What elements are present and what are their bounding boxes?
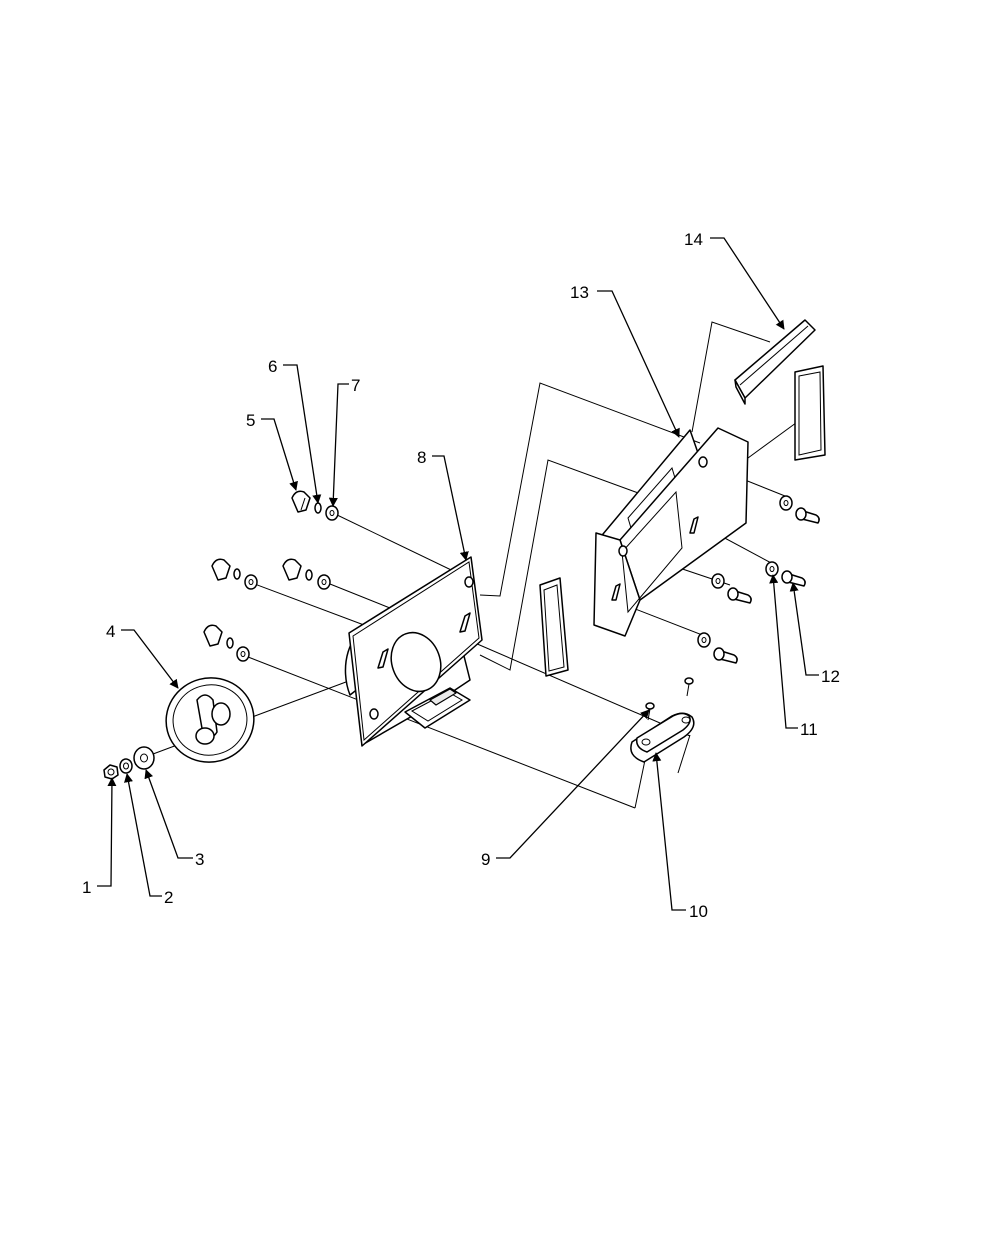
part-14-pad-top: [734, 319, 816, 405]
pad-vertical-left: [539, 577, 569, 677]
callout-labels: 1 2 3 4 5 6 7 8 9 10 11 12 13 14: [82, 230, 840, 921]
nut-washer-set-middle: [211, 558, 258, 590]
callout-13: 13: [570, 283, 589, 302]
callout-3: 3: [195, 850, 204, 869]
right-angle-bracket: [593, 427, 749, 637]
callout-5: 5: [246, 411, 255, 430]
part-3-flat-washer: [133, 746, 155, 770]
part-2-lock-washer: [119, 758, 133, 774]
part-4-knob-plate: [165, 677, 255, 763]
callout-4: 4: [106, 622, 115, 641]
callout-10: 10: [689, 902, 708, 921]
part-1-hex-nut: [103, 764, 119, 780]
leaders: [97, 237, 819, 911]
callout-1: 1: [82, 878, 91, 897]
callout-8: 8: [417, 448, 426, 467]
callout-14: 14: [684, 230, 703, 249]
callout-6: 6: [268, 357, 277, 376]
callout-12: 12: [821, 667, 840, 686]
callout-11: 11: [800, 720, 818, 739]
nut-washer-set-upper: [282, 558, 331, 590]
part-10-lens-housing: [630, 712, 695, 763]
part-12-bolts: [713, 507, 820, 664]
part-11-washers: [697, 495, 793, 648]
callout-2: 2: [164, 888, 173, 907]
callout-7: 7: [351, 376, 360, 395]
nut-washer-set-lower: [203, 624, 250, 662]
part-5-acorn-nut: [291, 490, 311, 513]
part-6-lock-washer: [314, 502, 322, 514]
part-7-flat-washer: [325, 505, 339, 521]
part-8-mounting-bracket: [344, 556, 483, 747]
callout-9: 9: [481, 850, 490, 869]
pad-vertical-right: [794, 365, 826, 461]
